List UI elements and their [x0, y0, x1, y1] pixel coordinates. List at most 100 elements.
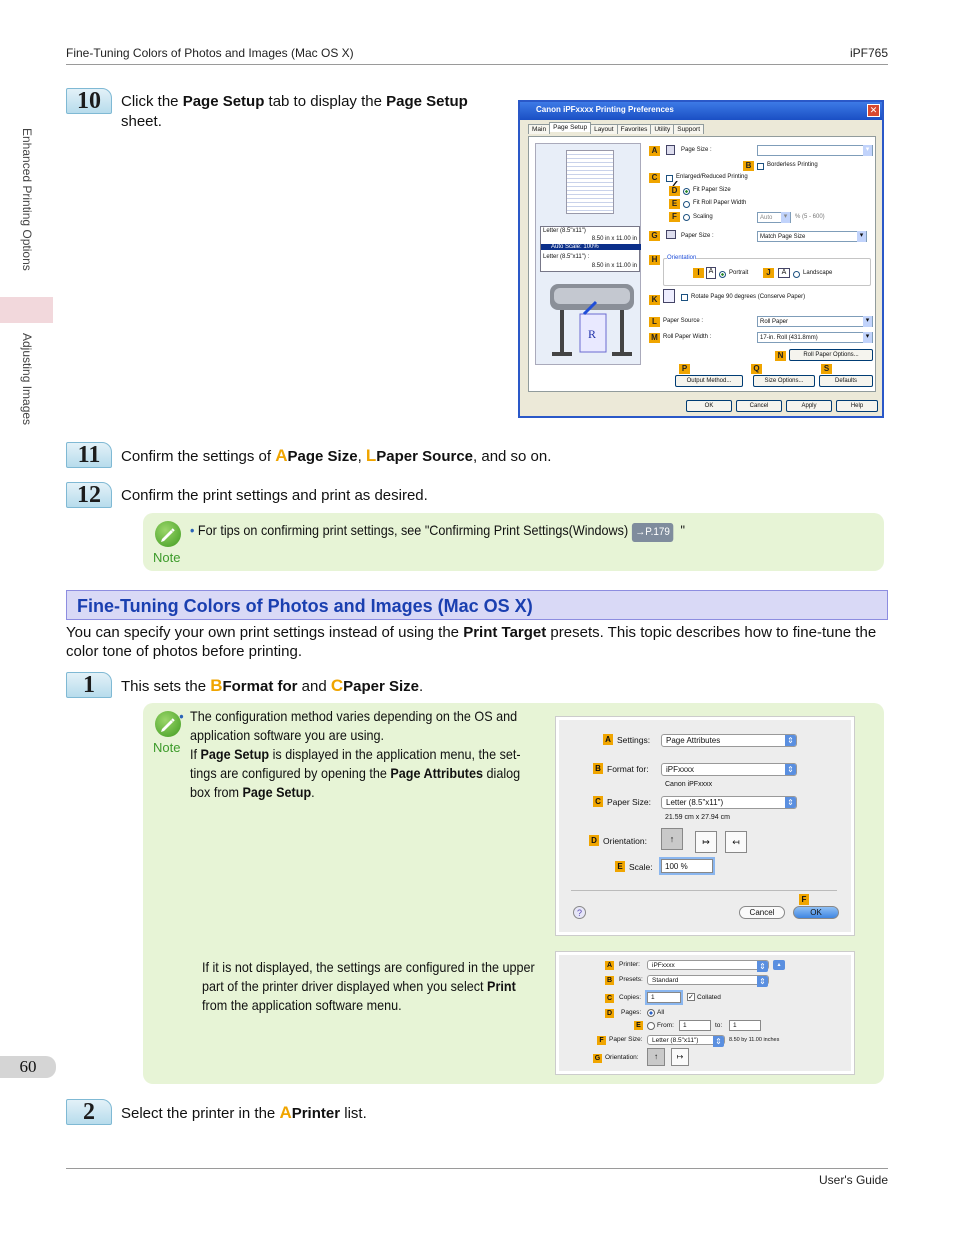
portrait-radio[interactable]: [719, 271, 726, 278]
note-body: If it is not displayed, the settings are…: [202, 959, 535, 994]
all-pages-radio[interactable]: [647, 1009, 655, 1017]
scaling-radio[interactable]: [683, 214, 690, 221]
portrait-orientation-button[interactable]: ↑: [661, 828, 683, 850]
help-button[interactable]: Help: [836, 400, 878, 412]
preview-info: Letter (8.5"x11") :: [543, 254, 590, 260]
fit-roll-radio[interactable]: [683, 201, 690, 208]
landscape-radio[interactable]: [793, 271, 800, 278]
running-header-left: Fine-Tuning Colors of Photos and Images …: [66, 46, 354, 60]
defaults-button[interactable]: Defaults: [819, 375, 873, 387]
paper-size-select[interactable]: Match Page Size: [757, 231, 867, 242]
tab-layout[interactable]: Layout: [590, 124, 618, 134]
callout-label: N: [775, 351, 786, 361]
collated-checkbox[interactable]: ✓: [687, 993, 695, 1001]
note-bold: Page Setup: [200, 746, 270, 762]
step-number: 11: [66, 442, 112, 468]
settings-popup[interactable]: Page Attributes: [661, 734, 797, 747]
borderless-checkbox[interactable]: [757, 163, 764, 170]
fit-roll-label: Fit Roll Paper Width: [693, 200, 747, 206]
help-icon[interactable]: ?: [573, 906, 586, 919]
roll-width-select[interactable]: 17-in. Roll (431.8mm): [757, 332, 873, 343]
page-range-radio[interactable]: [647, 1022, 655, 1030]
presets-popup[interactable]: Standard: [647, 975, 769, 987]
printer-popup[interactable]: iPFxxxx: [647, 960, 769, 972]
footer-right: User's Guide: [819, 1173, 888, 1187]
cancel-button[interactable]: Cancel: [739, 906, 785, 919]
callout-label: E: [615, 861, 625, 872]
tab-utility[interactable]: Utility: [650, 124, 675, 134]
enlarged-checkbox[interactable]: ✓: [666, 175, 680, 195]
preview-info: Auto Scale: 100%: [541, 244, 641, 250]
callout-label: E: [669, 199, 680, 209]
copies-label: Copies:: [619, 994, 642, 1001]
ok-button[interactable]: OK: [793, 906, 839, 919]
step-bold: Printer: [291, 1105, 341, 1122]
page-size-select[interactable]: Letter (8.5"x11"): [757, 145, 873, 156]
callout-label: F: [799, 894, 809, 905]
page-reference-link[interactable]: →P.179: [631, 523, 674, 542]
note-text: • For tips on confirming print settings,…: [190, 521, 685, 542]
roll-paper-options-button[interactable]: Roll Paper Options...: [789, 349, 873, 361]
size-options-button[interactable]: Size Options...: [753, 375, 815, 387]
presets-label: Presets:: [619, 976, 643, 983]
step-text: This sets the: [121, 678, 211, 695]
rotate-checkbox[interactable]: [681, 294, 688, 301]
landscape-orientation-button[interactable]: ↦: [695, 831, 717, 853]
step-bold: Page Size: [287, 448, 358, 465]
tab-main[interactable]: Main: [528, 124, 551, 134]
callout-label: C: [605, 994, 614, 1003]
step-1-text: This sets the BFormat for and CPaper Siz…: [121, 676, 821, 697]
note-pencil-icon: [155, 521, 181, 547]
fit-paper-label: Fit Paper Size: [693, 187, 731, 193]
landscape-orientation-button[interactable]: ↦: [671, 1048, 689, 1066]
tab-favorites[interactable]: Favorites: [616, 124, 652, 134]
reverse-landscape-orientation-button[interactable]: ↤: [725, 831, 747, 853]
svg-text:R: R: [588, 327, 596, 341]
step-text: tab to display the: [264, 93, 387, 110]
callout-label: A: [605, 961, 614, 970]
callout-label: S: [821, 364, 832, 374]
pages-label: Pages:: [621, 1009, 642, 1016]
copies-field[interactable]: 1: [647, 992, 681, 1003]
portrait-orientation-button[interactable]: ↑: [647, 1048, 665, 1066]
step-11-text: Confirm the settings of APage Size, LPap…: [121, 446, 821, 467]
side-tab-enhanced-printing[interactable]: Enhanced Printing Options: [20, 128, 34, 271]
callout-label: H: [649, 255, 660, 265]
callout-label: D: [669, 186, 680, 196]
scale-field[interactable]: 100 %: [661, 859, 713, 873]
step-12-text: Confirm the print settings and print as …: [121, 487, 428, 504]
step-number: 2: [66, 1099, 112, 1125]
page-size-label: Page Size :: [681, 147, 712, 153]
preview-info-box: Letter (8.5"x11") 8.50 in x 11.00 in Aut…: [540, 226, 641, 272]
format-for-popup[interactable]: iPFxxxx: [661, 763, 797, 776]
ok-button[interactable]: OK: [686, 400, 732, 412]
portrait-label: Portrait: [729, 270, 749, 276]
tab-page-setup[interactable]: Page Setup: [549, 122, 592, 132]
to-field[interactable]: 1: [729, 1020, 761, 1031]
rotate-icon: [663, 289, 675, 303]
bullet-icon: •: [190, 522, 195, 538]
from-field[interactable]: 1: [679, 1020, 711, 1031]
paper-size-popup[interactable]: Letter (8.5"x11"): [661, 796, 797, 809]
side-tab-adjusting-images[interactable]: Adjusting Images: [20, 333, 34, 426]
printer-disclosure-button[interactable]: ▴: [773, 960, 785, 970]
callout-label: P: [679, 364, 690, 374]
scaling-spin[interactable]: Auto: [757, 212, 791, 223]
step-10-text: Click the Page Setup tab to display the …: [121, 92, 491, 132]
cancel-button[interactable]: Cancel: [736, 400, 782, 412]
section-heading: Fine-Tuning Colors of Photos and Images …: [66, 590, 888, 620]
from-label: From:: [657, 1022, 674, 1029]
paper-size-label: Paper Size:: [609, 1036, 643, 1043]
paper-size-popup[interactable]: Letter (8.5"x11"): [647, 1035, 725, 1047]
apply-button[interactable]: Apply: [786, 400, 832, 412]
divider: [571, 890, 837, 891]
tab-support[interactable]: Support: [673, 124, 705, 134]
close-icon[interactable]: ✕: [867, 104, 880, 117]
note-text: • The configuration method varies depend…: [179, 707, 532, 802]
paper-source-select[interactable]: Roll Paper: [757, 316, 873, 327]
step-number: 1: [66, 672, 112, 698]
note-body: If: [190, 746, 201, 762]
fit-paper-radio[interactable]: [683, 188, 690, 195]
output-method-button[interactable]: Output Method...: [675, 375, 743, 387]
